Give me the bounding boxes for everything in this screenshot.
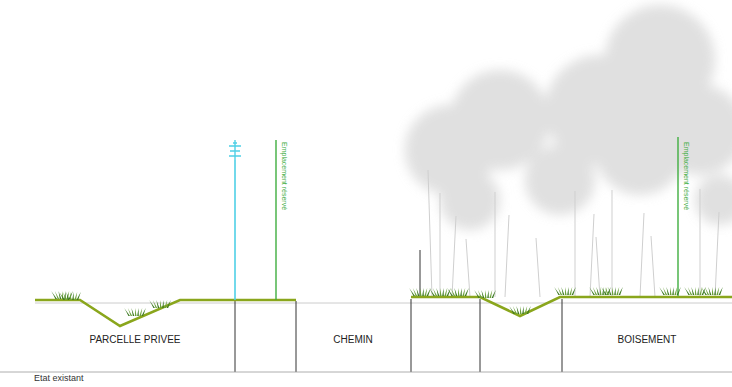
grass-tuft — [59, 292, 81, 300]
drawing-note: Etat existant — [34, 373, 84, 383]
reserved-marker — [229, 137, 678, 300]
grass-tuft — [474, 290, 496, 298]
grass-tuft — [684, 287, 706, 295]
reserved-area-label: Emplacement réservé — [683, 142, 690, 210]
tree-trunk — [452, 216, 456, 297]
grass-tuft — [701, 287, 723, 295]
section-dividers — [235, 250, 562, 372]
zone-label: PARCELLE PRIVEE — [90, 334, 181, 346]
tree-trunk — [505, 215, 509, 297]
grass-tufts — [51, 287, 723, 316]
base-line — [0, 372, 732, 373]
tree-trunk — [536, 238, 540, 297]
grass-tuft — [149, 300, 171, 308]
grass-tuft — [51, 291, 73, 299]
section-zone: BOISEMENT — [572, 331, 722, 349]
tree-trunk — [466, 239, 470, 297]
section-zone: CHEMIN — [303, 331, 403, 349]
tree-trunk — [612, 190, 613, 297]
zone-label: BOISEMENT — [618, 334, 677, 346]
tree-trunk — [440, 193, 441, 297]
grass-tuft — [429, 288, 451, 296]
grass-tuft — [589, 287, 611, 295]
tree-trunk — [640, 213, 644, 297]
grass-tuft — [124, 308, 146, 316]
tree-trunks — [428, 170, 719, 297]
grass-tuft — [409, 288, 431, 296]
tree-trunk — [715, 212, 719, 297]
grass-tuft — [447, 288, 469, 296]
section-zone: PARCELLE PRIVEE — [85, 331, 185, 349]
tree-trunk — [651, 236, 655, 297]
zone-label: CHEMIN — [333, 334, 372, 346]
tree-trunk — [575, 191, 576, 297]
tree-trunk — [596, 237, 600, 297]
grass-tuft — [509, 306, 531, 314]
ground-profile — [35, 297, 732, 326]
tree-trunk — [428, 170, 432, 297]
grass-tuft — [659, 287, 681, 295]
section-top — [35, 303, 732, 304]
tree-trunk — [590, 214, 594, 297]
tree-trunk — [700, 189, 701, 297]
tree-canopy — [405, 5, 732, 230]
tree-trunk — [495, 192, 496, 297]
reserved-area-label: Emplacement réservé — [281, 142, 288, 210]
grass-tuft — [554, 287, 576, 295]
grass-tuft — [601, 287, 623, 295]
